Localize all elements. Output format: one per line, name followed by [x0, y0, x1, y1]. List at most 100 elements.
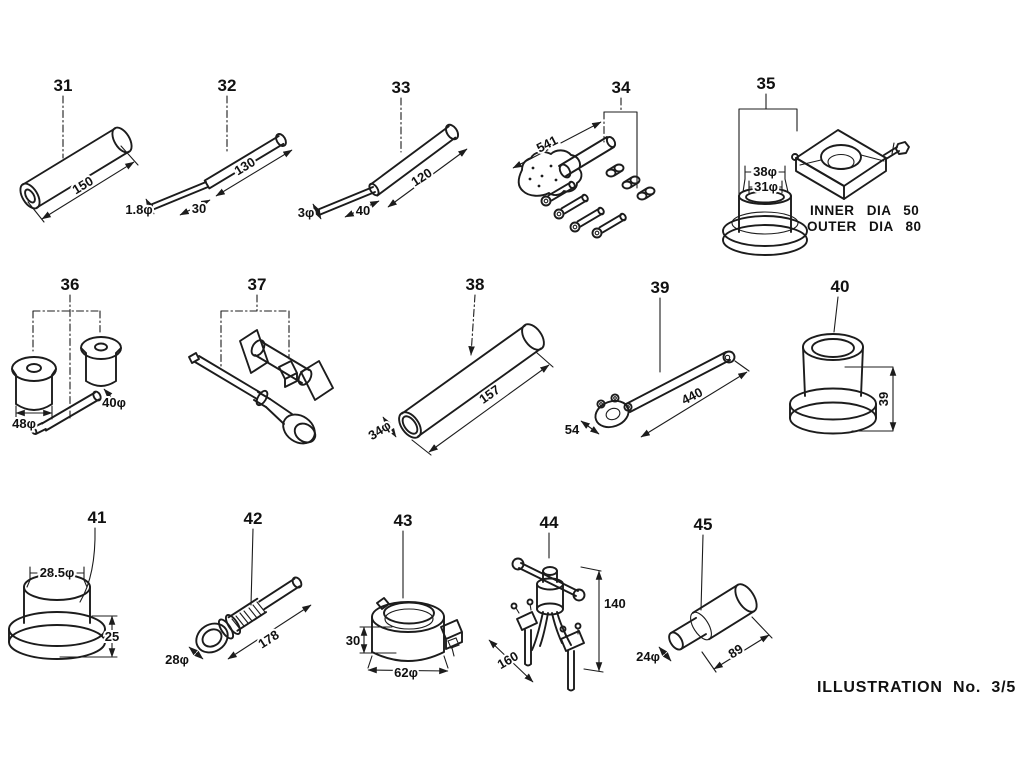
tool-37: 37 — [188, 275, 334, 445]
tool-40-number: 40 — [831, 277, 850, 296]
note-outer-dia: OUTER DIA 80 — [807, 219, 922, 234]
tool-32-dim-dia-label: 1.8φ — [125, 202, 152, 217]
tool-39-dim-head-label: 54 — [565, 422, 580, 437]
note-inner-dia: INNER DIA 50 — [810, 203, 919, 218]
tool-41-body — [8, 573, 106, 660]
tool-36-dim-right-label: 40φ — [102, 395, 126, 410]
tool-45-leader — [700, 534, 704, 611]
tool-42-dimensions: 178 28φ — [163, 604, 312, 669]
tool-34-bolt-set — [540, 163, 656, 239]
tool-33-dim-tip-label: 40 — [356, 203, 370, 218]
tool-33-number: 33 — [392, 78, 411, 97]
tool-34-number: 34 — [612, 78, 631, 97]
tool-33-body — [316, 123, 459, 216]
tool-45-dim-dia-label: 24φ — [636, 649, 660, 664]
tool-35-dim-outer-label: 38φ — [753, 164, 777, 179]
tool-44-dimensions: 140 160 — [488, 566, 628, 683]
tool-43-dim-height-label: 30 — [346, 633, 360, 648]
tool-37-leader — [220, 294, 290, 370]
illustration-caption: ILLUSTRATION No. 3/5 — [817, 679, 1016, 696]
tool-36: 36 48φ 40φ — [10, 275, 128, 435]
tool-31-dimensions: 150 — [27, 145, 139, 223]
tool-39: 39 440 54 — [563, 278, 750, 439]
tool-36-pin — [30, 390, 102, 435]
tool-35-leader — [738, 93, 798, 195]
tool-37-spool — [239, 329, 334, 401]
tool-44-body — [510, 557, 586, 692]
tool-45-dimensions: 89 24φ — [634, 616, 773, 673]
tool-32-number: 32 — [218, 76, 237, 95]
tool-36-leader — [32, 294, 101, 419]
tool-31: 31 150 — [19, 76, 139, 223]
tool-40-dimensions: 39 — [844, 366, 897, 432]
tool-45-dim-length-label: 89 — [726, 641, 746, 661]
tool-41-number: 41 — [88, 508, 107, 527]
tool-38-leader — [468, 294, 476, 356]
tool-44: 44 140 160 — [488, 513, 628, 692]
tool-35-clamp-block — [791, 129, 910, 200]
tool-40-leader — [833, 296, 839, 333]
tool-34: 34 541 — [512, 78, 656, 239]
tool-39-body — [594, 350, 736, 429]
tool-33: 33 120 40 3φ — [296, 78, 468, 222]
tool-32-dimensions: 130 30 1.8φ — [123, 149, 293, 219]
tool-41-leader — [79, 527, 96, 603]
tool-43-dimensions: 30 62φ — [344, 626, 449, 682]
tool-32-dim-length-label: 130 — [232, 154, 258, 178]
tool-41: 41 28.5φ 25 — [8, 508, 121, 660]
tool-35-base — [722, 187, 808, 256]
tool-36-right-adapter — [80, 336, 122, 387]
tool-38-dim-dia-label: 34φ — [365, 417, 393, 443]
tool-35: 35 38φ 31φ INNER DIA 50 — [722, 74, 922, 256]
tool-34-dimensions: 541 — [512, 121, 602, 169]
tool-38-number: 38 — [466, 275, 485, 294]
tool-41-dim-dia-label: 28.5φ — [40, 565, 75, 580]
tool-42-body — [195, 576, 303, 654]
tool-35-dim-inner-label: 31φ — [754, 179, 778, 194]
tool-32-body — [149, 133, 287, 211]
tool-42-dim-dia-label: 28φ — [165, 652, 189, 667]
tool-42-leader — [250, 528, 254, 606]
tool-32-dim-tip-label: 30 — [192, 201, 206, 216]
tool-32: 32 130 30 1.8φ — [123, 76, 293, 219]
tool-42: 42 178 28φ — [163, 509, 312, 669]
tool-45-body — [668, 583, 758, 651]
tool-34-leader — [603, 97, 638, 189]
tool-39-number: 39 — [651, 278, 670, 297]
tool-34-dim-length-label: 541 — [534, 132, 560, 155]
tool-37-number: 37 — [248, 275, 267, 294]
tool-31-number: 31 — [54, 76, 73, 95]
tool-39-dim-length-label: 440 — [679, 384, 705, 407]
tool-44-dim-height-label: 140 — [604, 596, 626, 611]
tool-41-dim-height-label: 25 — [105, 629, 119, 644]
tool-38-dimensions: 157 34φ — [363, 351, 554, 456]
tool-42-number: 42 — [244, 509, 263, 528]
tool-38: 38 157 34φ — [363, 275, 554, 456]
tool-37-rod — [188, 352, 317, 445]
tool-36-dimensions: 48φ 40φ — [10, 388, 128, 433]
tool-35-number: 35 — [757, 74, 776, 93]
tool-41-dimensions: 28.5φ 25 — [26, 563, 121, 658]
tool-40-body — [789, 333, 877, 435]
tool-36-number: 36 — [61, 275, 80, 294]
tool-45: 45 89 24φ — [634, 515, 773, 673]
tool-43-number: 43 — [394, 511, 413, 530]
tool-40-dim-height-label: 39 — [876, 392, 891, 406]
tool-45-number: 45 — [694, 515, 713, 534]
tool-36-left-adapter — [11, 356, 57, 411]
tool-38-body — [398, 323, 545, 439]
tool-44-number: 44 — [540, 513, 559, 532]
tool-40: 40 39 — [789, 277, 897, 435]
tool-33-dimensions: 120 40 3φ — [296, 148, 468, 222]
tool-31-dim-length-label: 150 — [70, 173, 96, 197]
tool-35-dimensions: 38φ 31φ — [742, 162, 789, 196]
tool-42-dim-length-label: 178 — [255, 627, 281, 651]
tool-44-dim-spread-label: 160 — [495, 648, 521, 672]
tool-43-dim-dia-label: 62φ — [394, 665, 418, 680]
tool-43: 43 30 62φ — [344, 511, 463, 682]
tool-34-handle — [517, 136, 617, 197]
tool-33-dim-dia-label: 3φ — [298, 205, 315, 220]
tool-36-dim-left-label: 48φ — [12, 416, 36, 431]
